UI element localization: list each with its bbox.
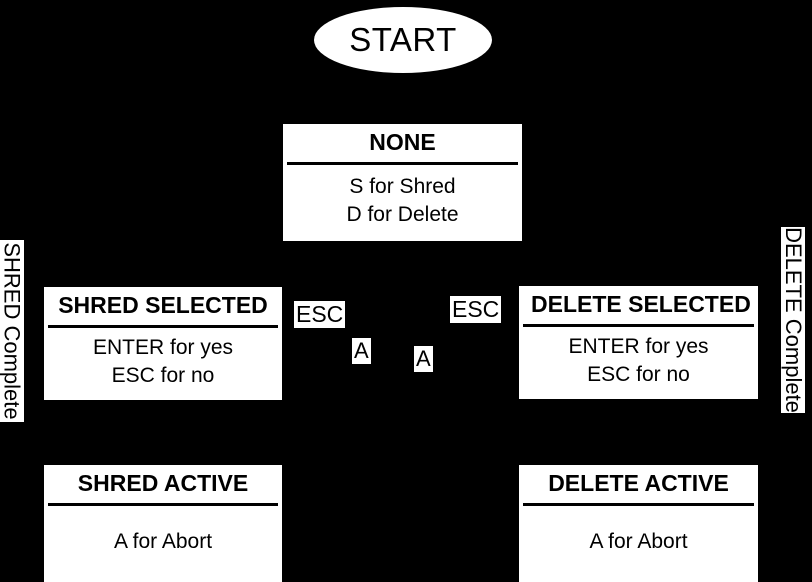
node-state-shred-selected[interactable]: SHRED SELECTED ENTER for yes ESC for no <box>44 287 282 400</box>
node-state-shred-selected-line-1: ENTER for yes <box>92 336 234 360</box>
node-state-shred-selected-title: SHRED SELECTED <box>48 287 278 328</box>
node-state-delete-selected-body: ENTER for yes ESC for no <box>519 327 758 399</box>
node-state-none[interactable]: NONE S for Shred D for Delete <box>283 124 522 241</box>
node-state-none-title: NONE <box>287 124 518 165</box>
node-state-shred-active-body: A for Abort <box>44 506 282 582</box>
node-state-delete-selected-title: DELETE SELECTED <box>523 286 754 327</box>
node-state-none-line-2: D for Delete <box>346 202 459 226</box>
node-state-delete-selected[interactable]: DELETE SELECTED ENTER for yes ESC for no <box>519 286 758 399</box>
node-state-shred-active-title: SHRED ACTIVE <box>48 465 278 506</box>
edge-label-abort-shred: A <box>352 338 371 365</box>
node-state-delete-selected-line-1: ENTER for yes <box>568 335 709 359</box>
node-state-delete-active[interactable]: DELETE ACTIVE A for Abort <box>519 465 758 582</box>
node-state-shred-active[interactable]: SHRED ACTIVE A for Abort <box>44 465 282 582</box>
node-state-delete-selected-line-2: ESC for no <box>587 362 690 386</box>
node-state-none-line-1: S for Shred <box>349 175 456 199</box>
edge-label-shred-complete: SHRED Complete <box>0 240 25 422</box>
node-start[interactable]: START <box>314 7 492 73</box>
node-state-delete-active-line-1: A for Abort <box>589 530 688 554</box>
node-state-shred-active-line-1: A for Abort <box>113 530 213 554</box>
edge-label-abort-delete: A <box>414 346 433 373</box>
node-state-shred-selected-body: ENTER for yes ESC for no <box>44 328 282 400</box>
node-state-shred-selected-line-2: ESC for no <box>111 363 215 387</box>
node-state-none-body: S for Shred D for Delete <box>283 165 522 241</box>
node-start-label: START <box>349 20 457 58</box>
edge-label-delete-complete: DELETE Complete <box>780 226 806 414</box>
node-state-delete-active-title: DELETE ACTIVE <box>523 465 754 506</box>
edge-label-esc-shred: ESC <box>294 301 346 329</box>
edge-label-esc-delete: ESC <box>450 296 502 324</box>
edge-label-delete-complete-text: DELETE Complete <box>781 227 807 413</box>
edge-label-shred-complete-text: SHRED Complete <box>0 242 25 420</box>
node-state-delete-active-body: A for Abort <box>519 506 758 582</box>
